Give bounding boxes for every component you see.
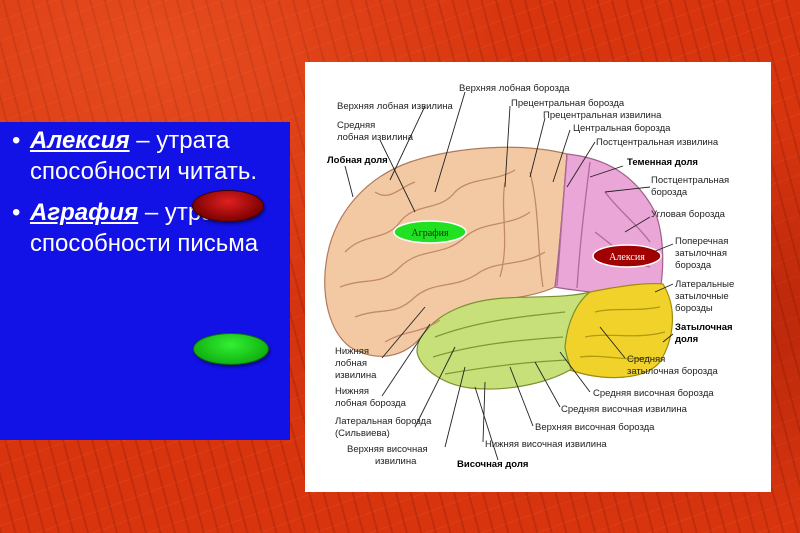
- label-postcentral-sulcus-2: борозда: [651, 187, 688, 198]
- bullet-dot: •: [12, 127, 21, 154]
- label-inf-frontal-gyrus-2: лобная: [335, 358, 367, 369]
- leader-lines: [344, 91, 674, 461]
- brain-figure: Аграфия Алексия Верхняя лобная борозда В…: [305, 62, 771, 492]
- brain-diagram: Аграфия Алексия Верхняя лобная борозда В…: [324, 83, 734, 470]
- red-oval-button[interactable]: [192, 190, 264, 222]
- label-postcentral-gyrus: Постцентральная извилина: [596, 137, 719, 148]
- label-transverse-3: борозда: [675, 260, 712, 271]
- label-precentral-sulcus: Прецентральная борозда: [511, 98, 625, 109]
- label-sup-temporal-gyrus-1: Верхняя височная: [347, 444, 428, 455]
- label-mid-frontal-1: Средняя: [337, 120, 375, 131]
- label-frontal-lobe: Лобная доля: [327, 155, 388, 166]
- term-alexia: Алексия: [30, 127, 130, 154]
- label-lateral-occ-1: Латеральные: [675, 279, 734, 290]
- label-mid-frontal-2: лобная извилина: [337, 132, 414, 143]
- label-temporal-lobe: Височная доля: [457, 459, 528, 470]
- occipital-gyri: [579, 306, 666, 360]
- bullet-alexia: • Алексия – утрата способности читать.: [10, 125, 285, 187]
- label-sup-frontal-sulcus: Верхняя лобная борозда: [459, 83, 570, 94]
- green-oval-button[interactable]: [193, 333, 269, 365]
- label-mid-occ-1: Средняя: [627, 354, 665, 365]
- label-mid-occ-2: затылочная борозда: [627, 366, 718, 377]
- bullet-dot: •: [12, 199, 21, 226]
- label-occipital-2: доля: [675, 334, 698, 345]
- label-mid-temporal-gyrus: Средняя височная извилина: [561, 404, 688, 415]
- alexia-tag-label: Алексия: [609, 252, 645, 263]
- label-central-sulcus: Центральная борозда: [573, 123, 671, 134]
- label-parietal-lobe: Теменная доля: [627, 157, 698, 168]
- label-occipital-1: Затылочная: [675, 322, 733, 333]
- label-sup-temporal-sulcus: Верхняя височная борозда: [535, 422, 655, 433]
- label-sup-frontal-gyrus: Верхняя лобная извилина: [337, 101, 454, 112]
- alexia-tag: [592, 244, 662, 268]
- label-lateral-occ-2: затылочные: [675, 291, 729, 302]
- agraphia-tag-label: Аграфия: [411, 228, 449, 239]
- label-transverse-2: затылочная: [675, 248, 727, 259]
- text-panel: [0, 122, 290, 440]
- label-inf-frontal-gyrus-1: Нижняя: [335, 346, 369, 357]
- label-inf-frontal-gyrus-3: извилина: [335, 370, 377, 381]
- parietal-lobe-region: [554, 153, 664, 296]
- definition-alexia: – утрата способности читать.: [30, 127, 257, 185]
- label-postcentral-sulcus-1: Постцентральная: [651, 175, 729, 186]
- label-inf-frontal-sulcus-1: Нижняя: [335, 386, 369, 397]
- temporal-gyri: [432, 311, 568, 375]
- label-angular-sulcus: Угловая борозда: [651, 209, 726, 220]
- label-inf-frontal-sulcus-2: лобная борозда: [335, 398, 407, 409]
- label-inf-temporal-gyrus: Нижняя височная извилина: [485, 439, 607, 450]
- label-transverse-1: Поперечная: [675, 236, 728, 247]
- frontal-gyri: [339, 169, 546, 343]
- label-mid-temporal-sulcus: Средняя височная борозда: [593, 388, 714, 399]
- label-precentral-gyrus: Прецентральная извилина: [543, 110, 662, 121]
- label-sup-temporal-gyrus-2: извилина: [375, 456, 417, 467]
- label-lateral-occ-3: борозды: [675, 303, 713, 314]
- label-lateral-sulcus-2: (Сильвиева): [335, 428, 390, 439]
- label-lateral-sulcus-1: Латеральная борозда: [335, 416, 432, 427]
- term-agraphia: Аграфия: [30, 199, 139, 226]
- agraphia-tag: [393, 220, 467, 244]
